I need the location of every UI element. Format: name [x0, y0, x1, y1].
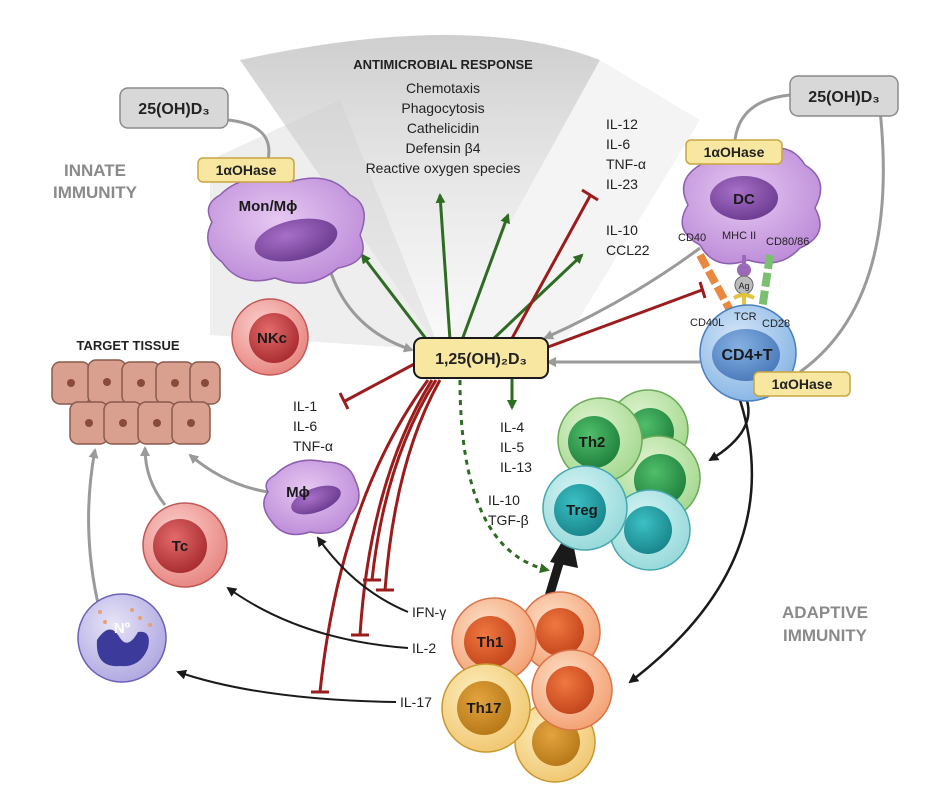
- black-ifng-to-mphi: [316, 536, 409, 613]
- mhc2-label: MHC II: [722, 230, 756, 242]
- hydroxylase-dc-text: 1αOHase: [704, 144, 765, 160]
- adaptive-shading: [440, 60, 700, 350]
- inhibit-dc-cytokines-bar: [581, 188, 599, 202]
- ifng-label: IFN-γ: [412, 604, 446, 620]
- dc-label: DC: [733, 191, 755, 208]
- black-il2-to-tc: [226, 586, 409, 649]
- target-tissue-title: TARGET TISSUE: [76, 338, 179, 353]
- dc-cyto-inhibit-4: IL-23: [606, 176, 638, 192]
- inhibit-mphi-cyto-bar: [338, 392, 350, 410]
- dotted-arrow-to-treg: [458, 379, 550, 574]
- th1-th17-cluster: [441, 591, 613, 783]
- hydroxylase-left-text: 1αOHase: [216, 162, 277, 178]
- hydroxylase-box-dc: [685, 139, 783, 165]
- th2-treg-cluster: [542, 389, 701, 571]
- inhibit-ifng: [383, 379, 442, 591]
- dc-cyto-activate-1: IL-10: [606, 222, 638, 238]
- gray-tc-to-tissue: [140, 446, 167, 506]
- mphi-label: Mϕ: [286, 484, 310, 501]
- hydroxylase-box-t: [753, 371, 851, 397]
- innate-shading: [240, 35, 600, 350]
- gray-25ohd3-right-dc: [733, 93, 791, 141]
- antimicrobial-item-5: Reactive oxygen species: [366, 160, 521, 176]
- precursor-left-text: 25(OH)D₃: [138, 101, 209, 118]
- antimicrobial-item-1: Chemotaxis: [406, 80, 480, 96]
- tcr-label: TCR: [734, 311, 757, 323]
- neutrophil-cell: [77, 593, 167, 683]
- inhibit-dc-cytokines: [508, 195, 592, 343]
- treg-cyto-2: TGF-β: [488, 512, 529, 528]
- dc-cyto-inhibit-3: TNF-α: [606, 156, 646, 172]
- black-cd4-to-th2: [708, 394, 750, 462]
- th2-cyto-1: IL-4: [500, 419, 524, 435]
- mphi-cyto-1: IL-1: [293, 398, 317, 414]
- dc-cyto-inhibit-1: IL-12: [606, 116, 638, 132]
- antimicrobial-title: ANTIMICROBIAL RESPONSE: [353, 57, 533, 72]
- nkc-label: NKc: [257, 330, 287, 347]
- cd40-label: CD40: [678, 232, 706, 244]
- innate-label-1: INNATE: [64, 161, 126, 180]
- black-cd4-to-th1: [628, 399, 754, 684]
- hydroxylase-box-left: [197, 157, 295, 183]
- nkc-cell: [231, 298, 309, 376]
- black-il17-to-neut: [176, 669, 397, 703]
- il2-label: IL-2: [412, 640, 436, 656]
- antimicrobial-item-4: Defensin β4: [406, 140, 481, 156]
- antimicrobial-item-3: Cathelicidin: [407, 120, 479, 136]
- arrow-to-mon: [360, 253, 432, 345]
- precursor-box-right: [789, 75, 899, 117]
- mon-mphi-cell: [207, 177, 365, 284]
- mphi-cyto-2: IL-6: [293, 418, 317, 434]
- gray-dc-to-calcitriol: [543, 246, 701, 340]
- precursor-box-left: [119, 87, 229, 129]
- dc-cyto-activate-2: CCL22: [606, 242, 650, 258]
- treg-label: Treg: [566, 502, 598, 519]
- inhibit-il17: [318, 379, 430, 693]
- adaptive-label-1: ADAPTIVE: [782, 603, 868, 622]
- inhibit-cd4-bar: [698, 281, 707, 299]
- th1-label: Th1: [477, 634, 504, 651]
- mon-mphi-label: Mon/Mϕ: [239, 198, 298, 215]
- treg-cyto-1: IL-10: [488, 492, 520, 508]
- th2-cyto-3: IL-13: [500, 459, 532, 475]
- innate-label-2: IMMUNITY: [53, 183, 138, 202]
- il17-label: IL-17: [400, 694, 432, 710]
- hydroxylase-t-text: 1αOHase: [772, 376, 833, 392]
- antimicrobial-item-2: Phagocytosis: [401, 100, 484, 116]
- neutrophil-label: Nº: [114, 620, 131, 637]
- tc-label: Tc: [172, 538, 188, 555]
- gray-neut-to-tissue: [87, 448, 102, 613]
- mphi-cyto-3: TNF-α: [293, 438, 333, 454]
- gray-mphi-to-tissue: [188, 453, 269, 494]
- mphi-cell: [263, 459, 360, 536]
- precursor-right-text: 25(OH)D₃: [808, 89, 879, 106]
- th2-label: Th2: [579, 434, 606, 451]
- cd8086-label: CD80/86: [766, 236, 809, 248]
- gray-mon-to-calcitriol: [328, 269, 414, 353]
- cd28-label: CD28: [762, 318, 790, 330]
- cd40l-label: CD40L: [690, 317, 724, 329]
- tc-cell: [142, 502, 228, 588]
- arrow-to-antimicrobial: [435, 193, 452, 341]
- th17-label: Th17: [466, 700, 501, 717]
- inhibit-mphi-cyto: [344, 360, 419, 403]
- cd4t-label: CD4+T: [721, 347, 772, 364]
- inhibit-ifng-2: [370, 379, 438, 581]
- th2-cyto-2: IL-5: [500, 439, 524, 455]
- calcitriol-box: [413, 337, 549, 379]
- inhibit-il2: [358, 379, 434, 636]
- dc-cyto-inhibit-2: IL-6: [606, 136, 630, 152]
- arrow-to-antimicrobial-right: [460, 213, 510, 341]
- inhibit-cd4: [539, 288, 703, 352]
- target-tissue: [51, 359, 221, 445]
- arrow-to-il10: [488, 253, 584, 344]
- synapse: [696, 253, 774, 312]
- ag-label: Ag: [738, 281, 749, 291]
- calcitriol-text: 1,25(OH)₂D₃: [435, 351, 527, 368]
- adaptive-label-2: IMMUNITY: [783, 626, 868, 645]
- gray-25ohd3-left: [227, 118, 271, 161]
- gray-25ohd3-right-t: [799, 109, 885, 374]
